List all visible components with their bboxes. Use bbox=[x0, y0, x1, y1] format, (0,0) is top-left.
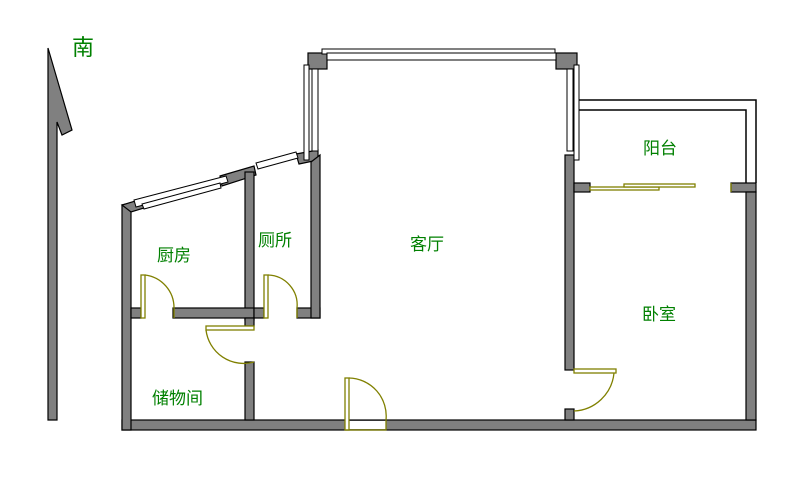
compass-arrow-icon bbox=[47, 47, 73, 421]
wall-bottom bbox=[121, 419, 757, 431]
wall-living-right bbox=[564, 154, 575, 371]
room-label-storage: 储物间 bbox=[152, 389, 203, 409]
walls bbox=[120, 52, 757, 431]
room-label-toilet: 厕所 bbox=[258, 231, 292, 251]
compass-label: 南 bbox=[72, 36, 94, 61]
window-living-left bbox=[303, 64, 310, 161]
window-kitchen bbox=[133, 175, 229, 208]
door-balcony-sliding[interactable] bbox=[589, 183, 732, 192]
wall-left bbox=[121, 202, 132, 431]
room-labels: 厨房 厕所 客厅 阳台 卧室 储物间 bbox=[152, 139, 677, 409]
door-kitchen[interactable] bbox=[140, 274, 175, 319]
door-bedroom[interactable] bbox=[573, 368, 617, 412]
window-toilet bbox=[255, 151, 299, 170]
wall-kitchen-toilet bbox=[244, 171, 255, 321]
door-toilet[interactable] bbox=[263, 274, 298, 319]
room-label-balcony: 阳台 bbox=[643, 139, 677, 159]
door-entry[interactable] bbox=[344, 377, 387, 431]
wall-living-left bbox=[310, 153, 321, 319]
windows bbox=[133, 48, 580, 210]
doors bbox=[140, 183, 732, 431]
room-label-kitchen: 厨房 bbox=[157, 246, 191, 266]
door-storage[interactable] bbox=[205, 325, 255, 365]
wall-bedroom-right bbox=[745, 191, 757, 421]
balcony-outline bbox=[574, 99, 757, 183]
window-living-right bbox=[573, 64, 580, 161]
room-label-bedroom: 卧室 bbox=[642, 305, 676, 325]
room-label-living: 客厅 bbox=[410, 235, 444, 255]
